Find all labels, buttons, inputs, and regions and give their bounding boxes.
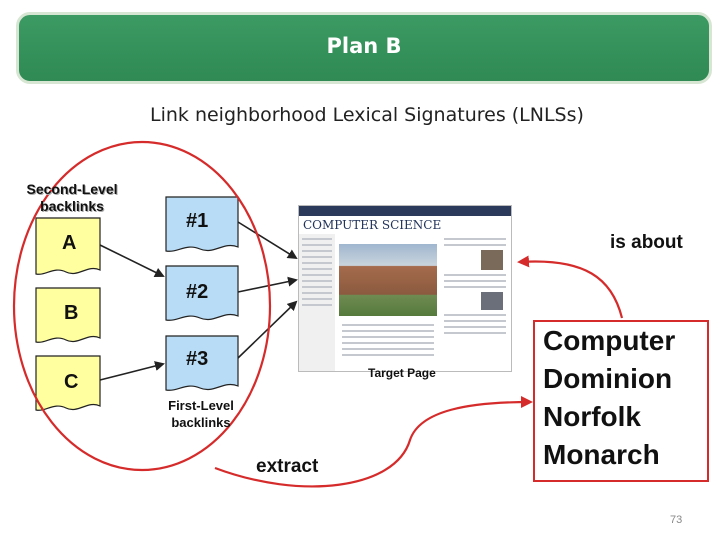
slide-title: Plan B	[326, 34, 402, 58]
keyword: Dominion	[543, 363, 673, 394]
building-photo	[339, 244, 437, 316]
title-banner	[16, 12, 712, 84]
doc-shape-1	[165, 196, 239, 252]
doc-shape-2	[165, 265, 239, 321]
doc-label-b: B	[64, 302, 79, 324]
target-page-label: Target Page	[368, 366, 436, 380]
portrait-photo-2	[481, 292, 503, 310]
arrow-3-to-target	[237, 300, 298, 359]
keyword: Norfolk	[543, 401, 641, 432]
arrow-a-to-2	[99, 244, 165, 277]
keyword: Monarch	[543, 439, 660, 470]
neighborhood-ellipse	[12, 140, 272, 472]
extract-arrow	[214, 396, 533, 488]
page-number: 73	[670, 514, 683, 526]
doc-label-c: C	[64, 371, 79, 393]
target-page-nav	[299, 234, 335, 371]
doc-label-3: #3	[186, 348, 209, 370]
portrait-photo	[481, 250, 503, 270]
doc-label-2: #2	[186, 281, 209, 303]
target-page-sidebar	[441, 234, 509, 371]
extract-label: extract	[256, 456, 319, 477]
target-page-body	[339, 320, 437, 360]
doc-label-a: A	[62, 232, 77, 254]
target-page-top-bar	[299, 206, 511, 216]
doc-shape-a	[35, 217, 101, 275]
arrow-c-to-3	[99, 361, 165, 381]
doc-shape-b	[35, 287, 101, 343]
doc-label-1: #1	[186, 210, 209, 232]
is-about-arrow	[517, 255, 624, 319]
slide-subtitle: Link neighborhood Lexical Signatures (LN…	[150, 104, 584, 126]
arrow-2-to-target	[237, 276, 298, 293]
doc-shape-3	[165, 335, 239, 391]
keyword: Computer	[543, 325, 676, 356]
target-page-thumbnail: COMPUTER SCIENCE	[298, 205, 512, 372]
is-about-label: is about	[610, 232, 683, 253]
arrow-1-to-target	[237, 221, 298, 260]
first-level-label: First-Level backlinks	[168, 398, 234, 430]
second-level-label: Second-Level backlinks	[26, 181, 118, 214]
lexical-signature-box: Computer Dominion Norfolk Monarch	[533, 320, 709, 482]
target-page-header: COMPUTER SCIENCE	[303, 218, 442, 232]
